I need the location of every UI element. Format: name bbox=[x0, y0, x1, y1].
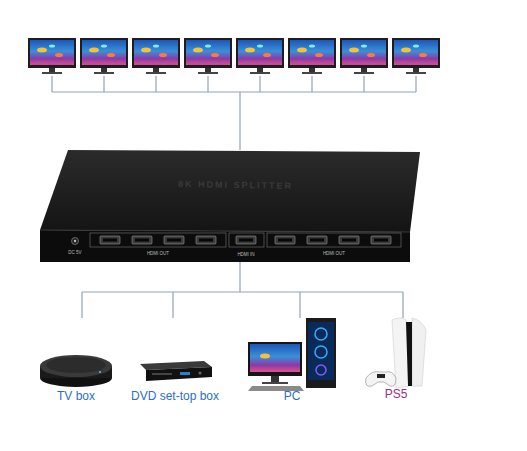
port-label: HDMI IN bbox=[237, 253, 254, 258]
device-caption: PS5 bbox=[385, 388, 408, 401]
port-label: HDMI OUT bbox=[323, 252, 345, 257]
device-title: 8K HDMI SPLITTER bbox=[178, 180, 293, 192]
port-label: DC 5V bbox=[68, 251, 81, 256]
device-caption: DVD set-top box bbox=[131, 390, 219, 403]
device-caption: TV box bbox=[57, 390, 95, 403]
device-caption: PC bbox=[284, 390, 301, 403]
port-label: HDMI OUT bbox=[147, 252, 169, 257]
